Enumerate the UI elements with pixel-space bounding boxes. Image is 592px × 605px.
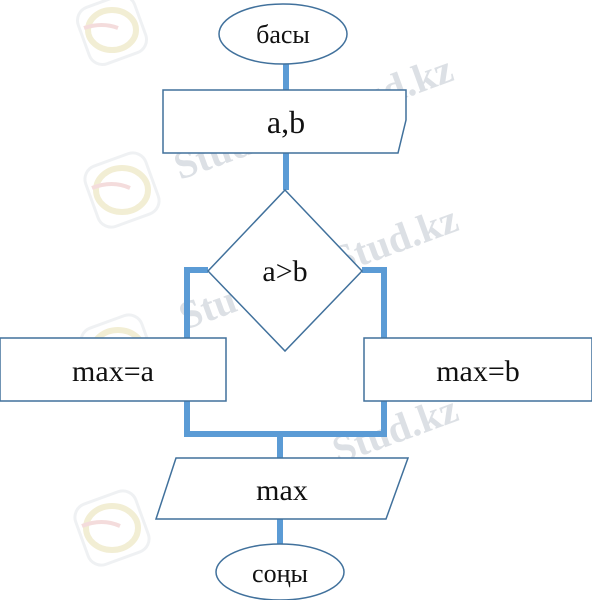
condition-label: a>b bbox=[262, 255, 307, 288]
connectors bbox=[184, 64, 387, 546]
left-process-block bbox=[0, 337, 227, 402]
watermark-logo-icon bbox=[73, 489, 151, 567]
watermark-logo-icon bbox=[75, 0, 149, 67]
connector-condition-left bbox=[184, 267, 208, 338]
right-branch-label: max=b bbox=[436, 355, 520, 388]
end-label: соңы bbox=[252, 559, 308, 588]
input-label: a,b bbox=[267, 104, 305, 140]
start-label: басы bbox=[256, 20, 310, 49]
output-label: max bbox=[256, 474, 308, 507]
input-block bbox=[162, 89, 407, 154]
connector-condition-right bbox=[362, 267, 387, 338]
right-process-block bbox=[363, 337, 592, 402]
connector-left-merge bbox=[184, 401, 280, 437]
watermark-logo-icon bbox=[83, 151, 161, 229]
output-parallelogram bbox=[154, 457, 410, 520]
start-terminal bbox=[218, 3, 348, 65]
left-branch-label: max=a bbox=[72, 355, 154, 388]
connector-right-merge bbox=[280, 401, 387, 437]
condition-diamond bbox=[206, 188, 364, 353]
